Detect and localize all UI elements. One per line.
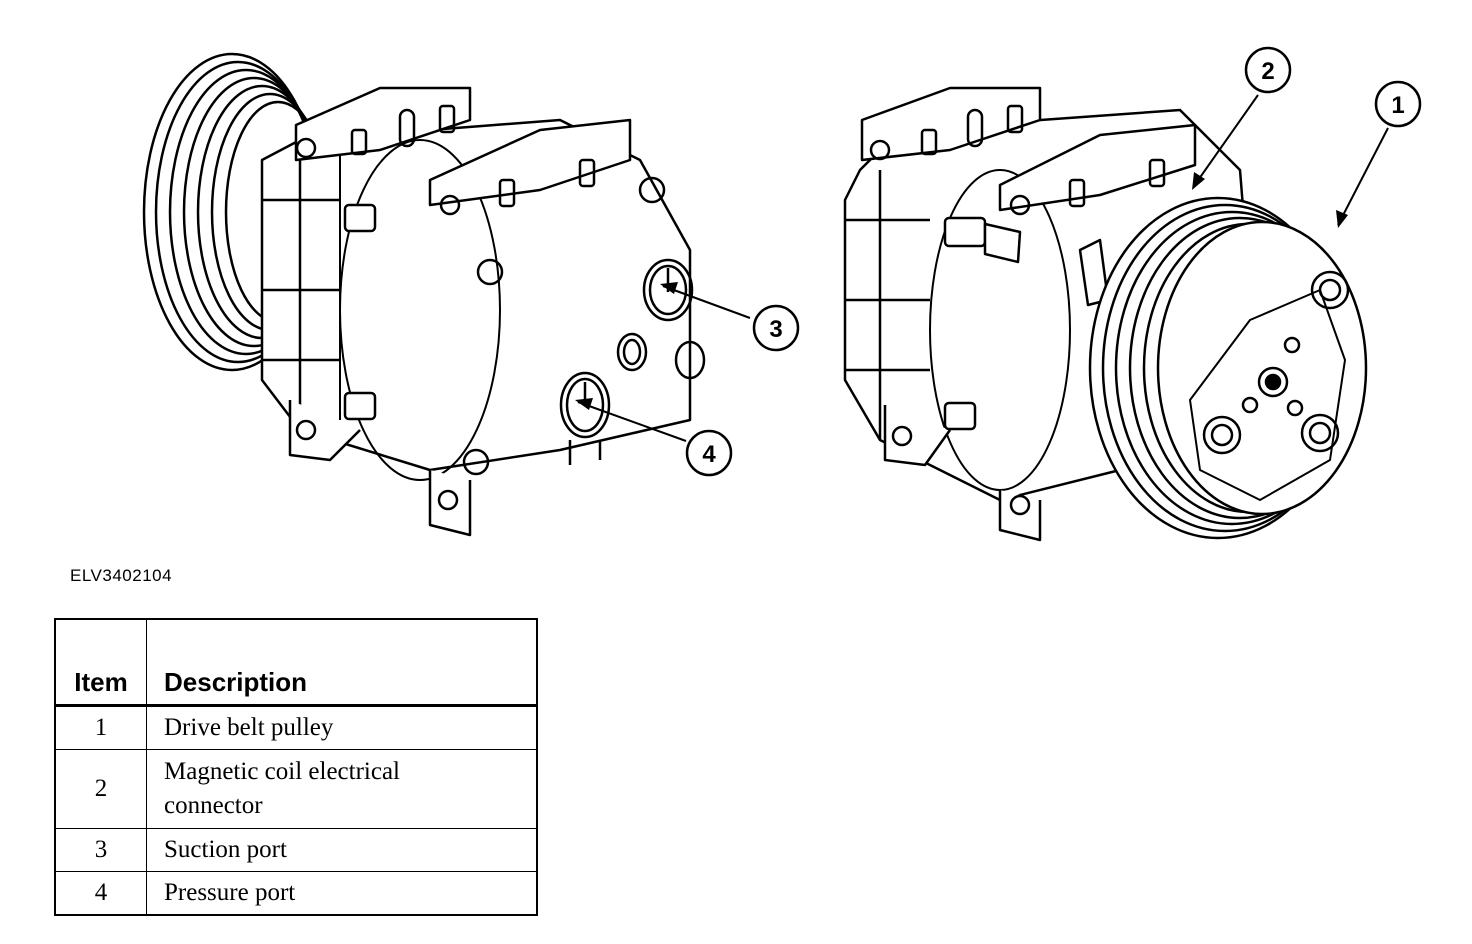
row-description: Magnetic coil electrical connector xyxy=(146,749,538,829)
svg-text:2: 2 xyxy=(1261,58,1274,85)
header-item: Item xyxy=(54,618,147,707)
callout-leaders xyxy=(577,94,1389,442)
legend-table: Item Description 1 Drive belt pulley 2 M… xyxy=(54,618,538,916)
coil-connector xyxy=(983,222,1022,264)
compressor-rear-view xyxy=(142,52,706,537)
row-item: 4 xyxy=(54,871,147,916)
callout-arrowheads xyxy=(575,172,1348,410)
svg-text:1: 1 xyxy=(1391,92,1404,119)
row-description: Pressure port xyxy=(146,871,538,916)
table-row: 4 Pressure port xyxy=(54,871,538,916)
drive-belt-pulley xyxy=(1088,196,1368,540)
table-row: 3 Suction port xyxy=(54,828,538,872)
row-description: Suction port xyxy=(146,828,538,872)
figure-id: ELV3402104 xyxy=(70,566,173,585)
svg-text:3: 3 xyxy=(769,316,782,343)
row-item: 2 xyxy=(54,749,147,829)
mounting-bracket xyxy=(294,86,472,162)
table-row: 2 Magnetic coil electrical connector xyxy=(54,749,538,829)
row-item: 1 xyxy=(54,705,147,750)
callout-2: 2 xyxy=(1244,46,1292,94)
compressor-front-view xyxy=(843,86,1368,542)
callout-3: 3 xyxy=(752,304,800,352)
table-row: 1 Drive belt pulley xyxy=(54,705,538,750)
callout-4: 4 xyxy=(685,429,733,477)
row-item: 3 xyxy=(54,828,147,872)
callout-1: 1 xyxy=(1374,80,1422,128)
pressure-port xyxy=(559,371,611,465)
row-description: Drive belt pulley xyxy=(146,705,538,750)
header-description: Description xyxy=(146,618,538,707)
row-description-text: Magnetic coil electrical connector xyxy=(164,758,400,819)
compressor-illustration: 1 2 3 4 xyxy=(142,46,1422,542)
table-header-row: Item Description xyxy=(54,618,538,707)
svg-text:4: 4 xyxy=(702,441,716,468)
